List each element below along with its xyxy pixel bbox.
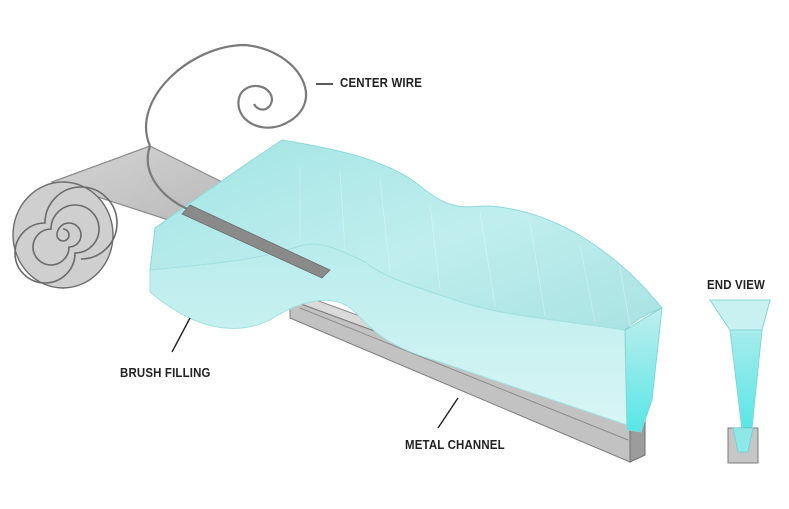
brush-filling <box>149 139 663 433</box>
leader-brush-filling <box>171 317 191 353</box>
end-view-illustration <box>709 299 771 464</box>
end-view-label: END VIEW <box>707 277 765 292</box>
leader-lines <box>171 83 459 429</box>
center-wire-label: CENTER WIRE <box>340 75 423 90</box>
center-wire <box>144 43 331 279</box>
brush-filling-label: BRUSH FILLING <box>120 365 211 380</box>
metal-channel-label: METAL CHANNEL <box>405 437 505 452</box>
leader-metal-channel <box>437 397 459 429</box>
